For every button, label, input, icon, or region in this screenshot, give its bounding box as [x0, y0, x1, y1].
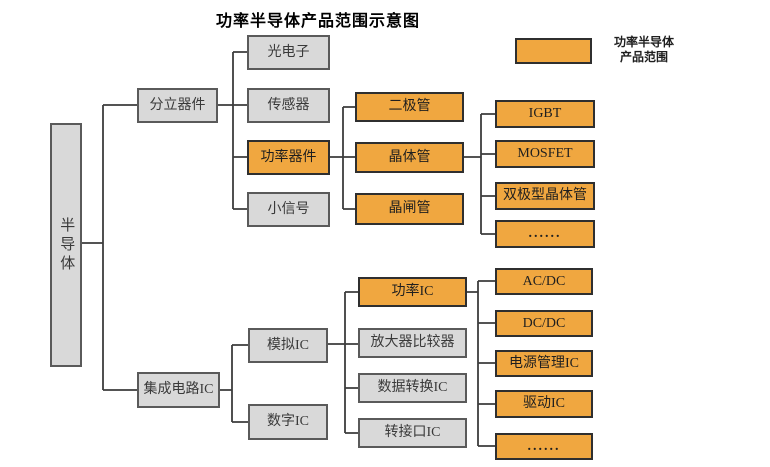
node-integrated-circuit: 集成电路IC — [137, 372, 220, 408]
legend-label-line1: 功率半导体 — [613, 35, 674, 49]
node-igbt: IGBT — [495, 100, 595, 128]
node-acdc: AC/DC — [495, 268, 593, 295]
connector-transistor-bracket — [464, 113, 495, 235]
node-power-device: 功率器件 — [247, 140, 330, 175]
connector-power-device-bracket — [330, 106, 355, 210]
connector-analog-bracket — [328, 291, 358, 434]
node-device-more: ...... — [495, 220, 595, 248]
connector-discrete-bracket — [218, 51, 247, 210]
node-interface-ic: 转接口IC — [358, 418, 467, 448]
node-power-mgmt-ic: 电源管理IC — [495, 350, 593, 377]
node-semiconductor: 半导体 — [50, 123, 82, 367]
legend-highlight-swatch — [515, 38, 592, 64]
node-digital-ic: 数字IC — [248, 404, 328, 440]
node-sensor: 传感器 — [247, 88, 330, 123]
node-diode: 二极管 — [355, 92, 464, 122]
connector-root-trunk — [82, 104, 137, 391]
node-analog-ic: 模拟IC — [248, 328, 328, 363]
diagram-title: 功率半导体产品范围示意图 — [215, 13, 420, 30]
node-amplifier-comparator: 放大器比较器 — [358, 328, 467, 358]
node-transistor: 晶体管 — [355, 142, 464, 173]
legend-label-line2: 产品范围 — [619, 50, 668, 64]
connector-ic-bracket — [220, 344, 248, 423]
node-driver-ic: 驱动IC — [495, 390, 593, 418]
node-discrete-devices: 分立器件 — [137, 88, 218, 123]
node-small-signal: 小信号 — [247, 192, 330, 227]
node-bipolar-transistor: 双极型晶体管 — [495, 182, 595, 210]
node-dcdc: DC/DC — [495, 310, 593, 337]
node-optoelectronics: 光电子 — [247, 35, 330, 70]
node-ic-more: ...... — [495, 433, 593, 460]
connector-power-ic-bracket — [467, 280, 495, 447]
node-power-ic: 功率IC — [358, 277, 467, 307]
node-data-conversion-ic: 数据转换IC — [358, 373, 467, 403]
node-thyristor: 晶闸管 — [355, 193, 464, 225]
node-mosfet: MOSFET — [495, 140, 595, 168]
legend-label: 功率半导体 产品范围 — [594, 35, 694, 65]
